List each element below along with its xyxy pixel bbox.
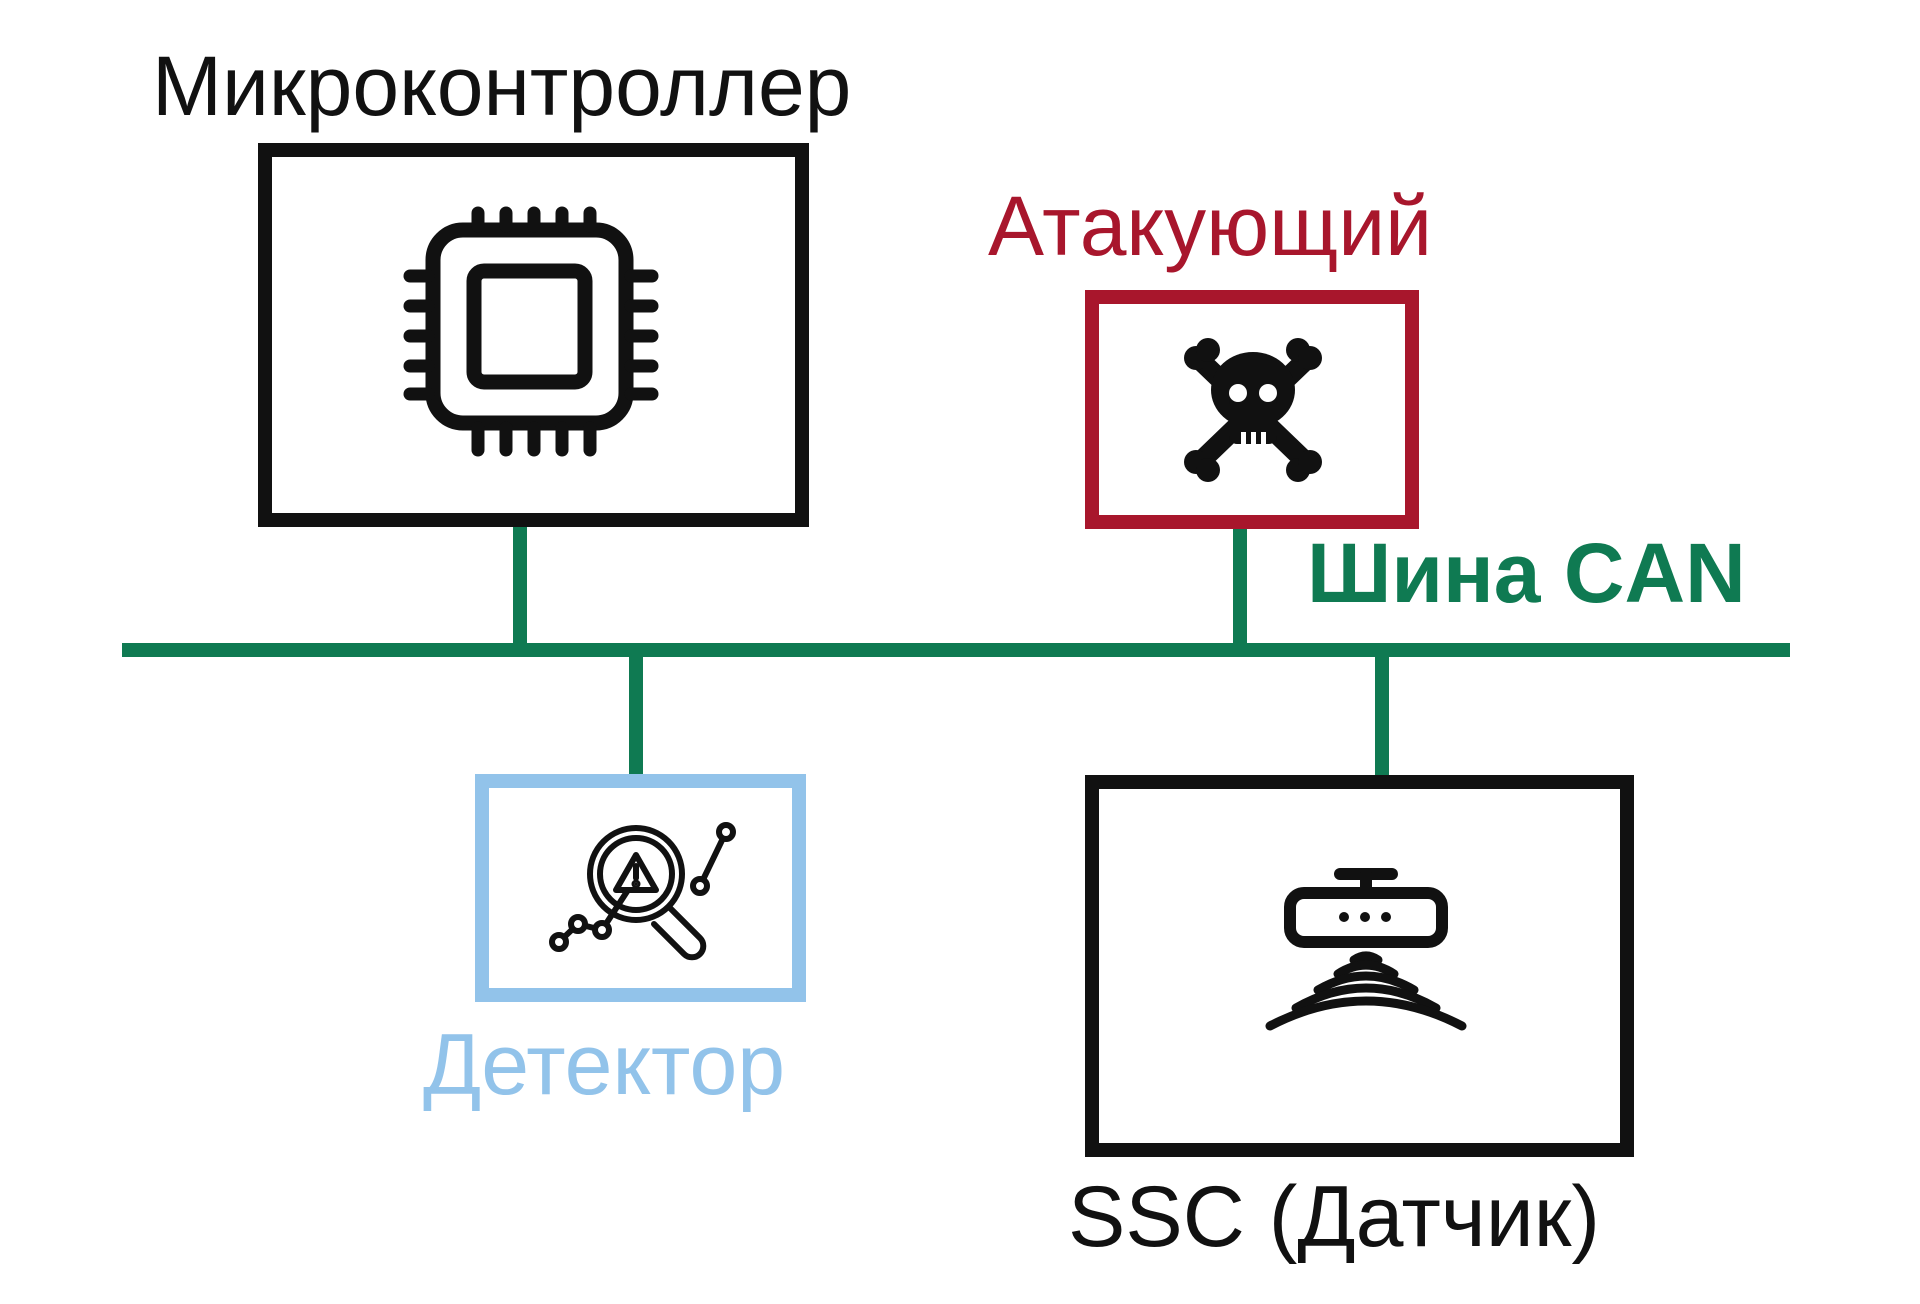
sensor-label: SSC (Датчик)	[1068, 1169, 1601, 1265]
microcontroller-label: Микроконтроллер	[152, 39, 852, 133]
can-bus	[122, 522, 1790, 780]
wireless-sensor-icon	[1265, 868, 1467, 1031]
attacker-label: Атакующий	[988, 179, 1433, 273]
detector-label: Детектор	[423, 1017, 786, 1113]
can-bus-label: Шина CAN	[1307, 526, 1746, 620]
cpu-chip-icon	[403, 206, 659, 457]
magnifier-warning-icon	[549, 822, 736, 961]
microcontroller-box	[258, 143, 809, 527]
skull-crossbones-icon	[1184, 338, 1322, 482]
